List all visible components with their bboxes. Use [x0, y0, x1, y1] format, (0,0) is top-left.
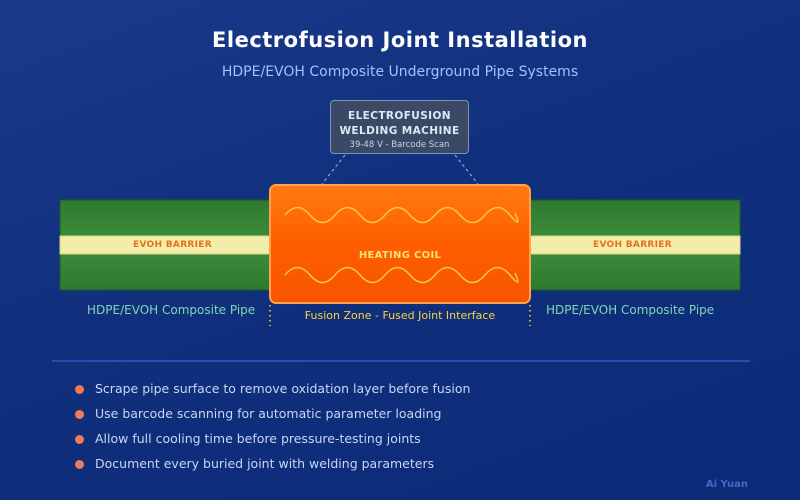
right-pipe-caption: HDPE/EVOH Composite Pipe — [546, 303, 715, 317]
machine-connector-left — [321, 154, 346, 185]
bullet-dot-icon — [75, 435, 84, 444]
tip-text: Use barcode scanning for automatic param… — [95, 406, 442, 421]
list-item: Use barcode scanning for automatic param… — [74, 405, 470, 430]
tip-text: Document every buried joint with welding… — [95, 456, 435, 471]
left-barrier-label: EVOH BARRIER — [133, 240, 212, 250]
electrofusion-fitting — [269, 184, 531, 304]
tip-text: Scrape pipe surface to remove oxidation … — [95, 381, 471, 396]
page-title: Electrofusion Joint Installation — [212, 28, 588, 52]
heating-coil-wave-top — [284, 206, 519, 224]
heating-coil-label: HEATING COIL — [358, 250, 442, 261]
author-credit: Ai Yuan — [705, 479, 748, 490]
left-pipe-caption: HDPE/EVOH Composite Pipe — [87, 303, 256, 317]
bullet-dot-icon — [75, 460, 84, 469]
section-divider — [52, 360, 750, 362]
bullet-dot-icon — [75, 410, 84, 419]
heating-coil-wave-bottom — [284, 266, 519, 284]
bullet-dot-icon — [75, 385, 84, 394]
welding-machine-box: ELECTROFUSION WELDING MACHINE 39-48 V - … — [330, 100, 469, 154]
tip-text: Allow full cooling time before pressure-… — [95, 431, 421, 446]
list-item: Scrape pipe surface to remove oxidation … — [74, 380, 470, 405]
fusion-zone-caption: Fusion Zone - Fused Joint Interface — [304, 309, 496, 322]
machine-spec: 39-48 V - Barcode Scan — [349, 140, 450, 150]
list-item: Document every buried joint with welding… — [74, 455, 470, 480]
installation-tips: Scrape pipe surface to remove oxidation … — [74, 380, 470, 480]
machine-title-line1: ELECTROFUSION — [348, 110, 451, 122]
right-barrier-label: EVOH BARRIER — [593, 240, 672, 250]
list-item: Allow full cooling time before pressure-… — [74, 430, 470, 455]
page-subtitle: HDPE/EVOH Composite Underground Pipe Sys… — [221, 64, 579, 80]
machine-connector-right — [454, 154, 479, 185]
machine-title-line2: WELDING MACHINE — [339, 125, 460, 137]
